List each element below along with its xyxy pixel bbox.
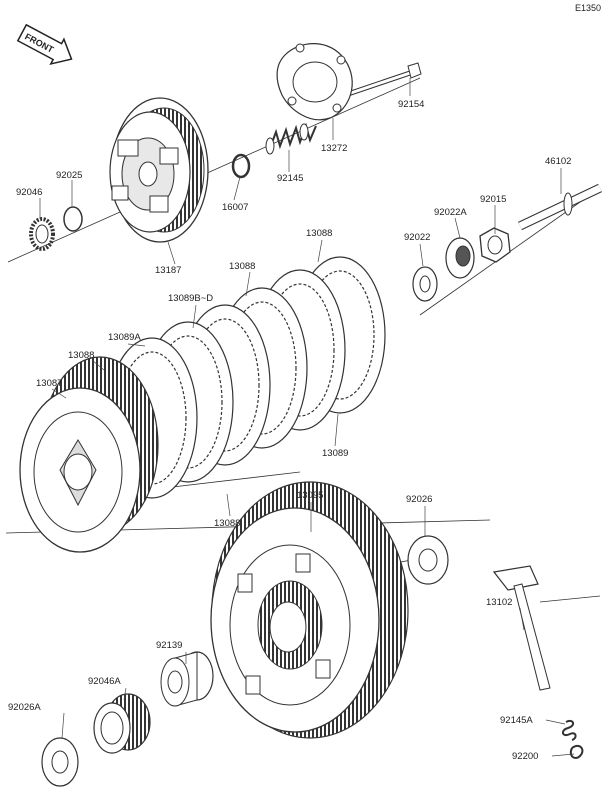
spring-part: [265, 122, 317, 155]
part-label-92154: 92154: [398, 99, 425, 110]
part-label-92022: 92022: [404, 232, 431, 243]
washer-92022-part: [412, 266, 438, 302]
clutch-hub-part: [109, 97, 209, 243]
part-label-92025: 92025: [56, 170, 83, 181]
part-label-92015: 92015: [480, 194, 507, 205]
clutch-housing-13087-part: [19, 356, 159, 553]
leader-lines: [39, 78, 575, 757]
clip-92200-part: [569, 744, 584, 759]
part-label-16007: 16007: [222, 202, 249, 213]
part-label-13088-top: 13088: [306, 228, 333, 239]
reference-code: E1350: [574, 3, 601, 13]
part-label-13089A: 13089A: [108, 332, 141, 343]
part-label-13089BD: 13089B~D: [168, 293, 214, 304]
part-label-13087: 13087: [36, 378, 63, 389]
part-label-46102: 46102: [545, 156, 572, 167]
part-label-92145A: 92145A: [500, 715, 533, 726]
needle-bearing-92046A-part: [93, 693, 151, 754]
part-label-13088-left: 13088: [68, 350, 95, 361]
bolt-part: [344, 62, 422, 98]
ring-part: [231, 153, 251, 179]
part-label-92026A: 92026A: [8, 702, 41, 713]
nut-part: [479, 227, 511, 263]
part-label-13272: 13272: [321, 143, 348, 154]
bearing-92046-part: [29, 217, 55, 251]
washer-92026-part: [407, 535, 449, 585]
part-label-92046: 92046: [16, 187, 43, 198]
part-label-92200: 92200: [512, 751, 539, 762]
part-label-13095: 13095: [297, 490, 324, 501]
front-arrow-icon: FRONT: [16, 23, 73, 66]
part-label-13088-bottom: 13088: [214, 518, 241, 529]
part-label-92022A: 92022A: [434, 207, 467, 218]
part-label-13088-second: 13088: [229, 261, 256, 272]
part-label-92026: 92026: [406, 494, 433, 505]
sleeve-92139-part: [160, 651, 214, 707]
release-shaft-part: [492, 565, 601, 691]
spring-92145A-part: [562, 719, 577, 741]
washer-92026A-part: [41, 737, 79, 787]
part-label-92046A: 92046A: [88, 676, 121, 687]
part-label-13102: 13102: [486, 597, 513, 608]
part-label-13089: 13089: [322, 448, 349, 459]
pressure-plate-part: [276, 43, 353, 121]
washer-92025-part: [63, 206, 83, 232]
pushrod-part: [518, 183, 602, 231]
part-label-13187: 13187: [155, 265, 182, 276]
primary-gear-13095-part: [210, 481, 409, 739]
part-label-92139: 92139: [156, 640, 183, 651]
part-label-92145: 92145: [277, 173, 304, 184]
washer-92022A-part: [445, 237, 475, 279]
